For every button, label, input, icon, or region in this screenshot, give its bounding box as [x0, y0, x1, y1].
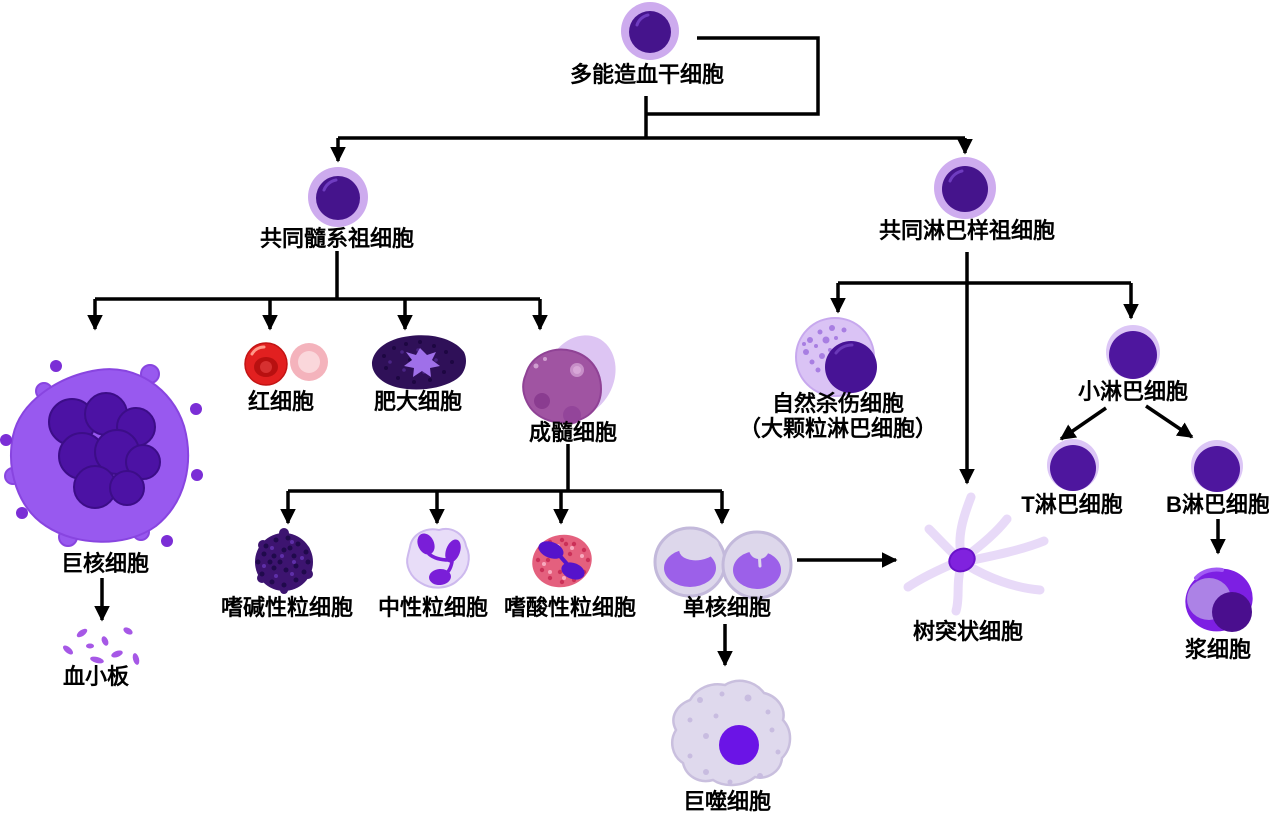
connector-lines: [87, 36, 1226, 667]
myeloid-progenitor-icon: [308, 167, 368, 227]
small-lymphocyte-icon: [1106, 325, 1160, 379]
neutrophil-icon: [406, 528, 470, 589]
label-dendritic-cell: 树突状细胞: [913, 619, 1023, 644]
stem-bracket-line: [646, 36, 820, 116]
arrow-to-t-cell: [1059, 406, 1107, 441]
label-t-cell: T淋巴细胞: [1021, 492, 1122, 517]
dendritic-cell-icon: [903, 492, 1049, 616]
label-monocyte: 单核细胞: [683, 595, 771, 620]
lymphoid-progenitor-icon: [934, 157, 996, 219]
label-rbc: 红细胞: [248, 389, 314, 414]
arrow-to-b-cell: [1145, 404, 1194, 439]
basophil-icon: [255, 528, 313, 594]
label-myeloblast: 成髓细胞: [529, 420, 617, 445]
label-myeloid-progenitor: 共同髓系祖细胞: [260, 226, 414, 251]
label-platelet: 血小板: [63, 664, 130, 689]
label-plasma-cell: 浆细胞: [1185, 637, 1251, 662]
label-mast-cell: 肥大细胞: [374, 389, 462, 414]
eosinophil-icon: [532, 534, 592, 588]
t-cell-icon: [1047, 439, 1099, 491]
stem-cell-icon: [621, 2, 679, 60]
mast-cell-icon: [371, 335, 466, 390]
label-megakaryocyte: 巨核细胞: [61, 551, 149, 576]
label-eosinophil: 嗜酸性粒细胞: [504, 595, 636, 620]
label-macrophage: 巨噬细胞: [683, 789, 771, 813]
label-nk-cell: 自然杀伤细胞: [772, 391, 904, 416]
plasma-cell-icon: [1185, 567, 1253, 632]
rbc-icon: [244, 342, 328, 386]
label-small-lymphocyte: 小淋巴细胞: [1078, 379, 1188, 404]
myeloblast-icon: [522, 335, 616, 424]
b-cell-icon: [1191, 440, 1243, 492]
label-lymphoid-progenitor: 共同淋巴样祖细胞: [879, 218, 1055, 243]
nk-cell-icon: [795, 317, 877, 397]
macrophage-icon: [670, 679, 792, 787]
label-stem-cell: 多能造血干细胞: [570, 62, 724, 87]
platelet-icon: [63, 627, 140, 665]
megakaryocyte-icon: [0, 360, 203, 547]
label-nk-cell-sub: （大颗粒淋巴细胞）: [739, 416, 937, 441]
label-basophil: 嗜碱性粒细胞: [221, 595, 353, 620]
label-b-cell: B淋巴细胞: [1166, 492, 1269, 517]
label-neutrophil: 中性粒细胞: [378, 595, 488, 620]
monocyte-icon: [653, 526, 793, 600]
